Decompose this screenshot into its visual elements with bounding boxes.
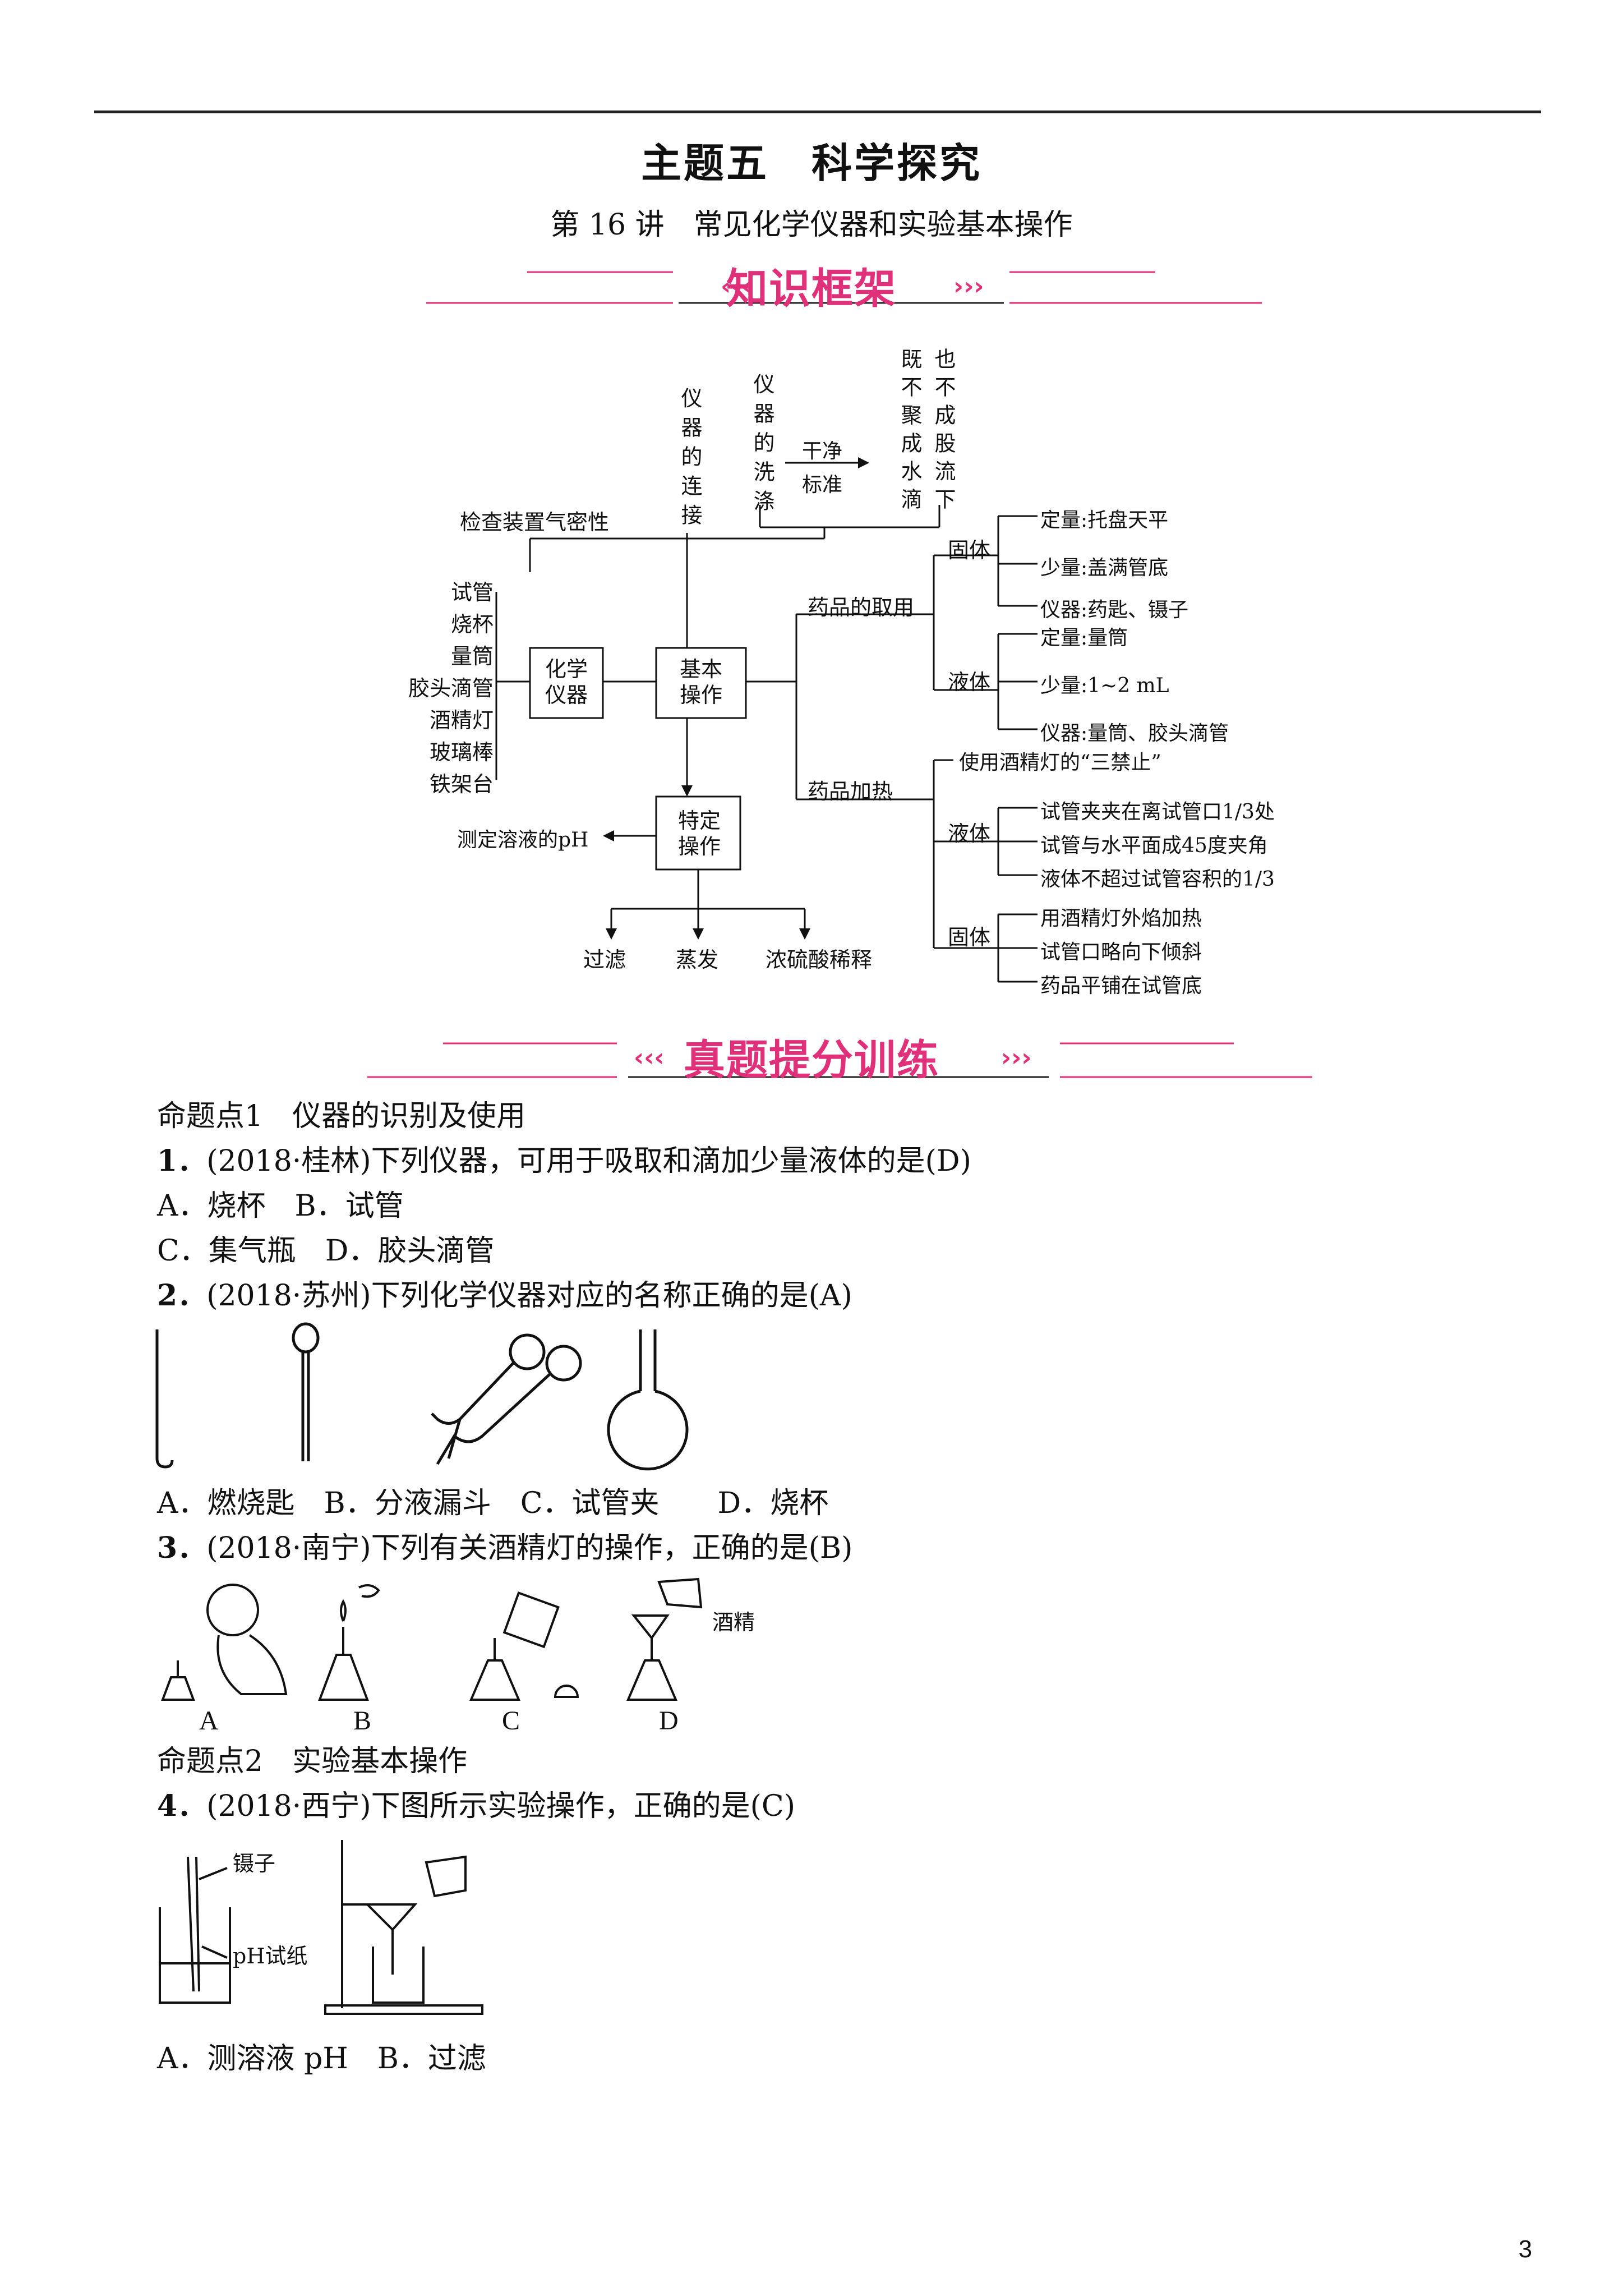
question-number: 1． xyxy=(157,1144,207,1178)
instrument-item: 胶头滴管 xyxy=(408,676,494,701)
question-number: 2． xyxy=(157,1278,207,1313)
funnel-drawing xyxy=(292,1322,320,1461)
question-1-options-ab: A．烧杯 B．试管 xyxy=(157,1189,404,1223)
header-rule xyxy=(94,111,1541,113)
question-2-options: A．燃烧匙 B．分液漏斗 C．试管夹 D．烧杯 xyxy=(157,1487,829,1520)
basic-operations-box: 基本操作 xyxy=(679,657,722,707)
banner-decoration: ‹‹‹ ››› xyxy=(367,1042,1312,1078)
question-3-figure: 酒精 xyxy=(161,1577,755,1701)
wash-label: 仪器的洗涤 xyxy=(750,373,774,519)
instrument-item: 玻璃棒 xyxy=(429,740,494,765)
question-3: 3．(2018·南宁)下列有关酒精灯的操作，正确的是(B) xyxy=(157,1531,853,1566)
option-label: D xyxy=(659,1706,679,1736)
standard-col2: 也不成股流下 xyxy=(931,348,956,516)
question-number: 4． xyxy=(157,1789,207,1823)
lecture-subtitle: 第 16 讲 常见化学仪器和实验基本操作 xyxy=(550,208,1073,242)
heat-label: 药品加热 xyxy=(808,779,893,804)
svg-text:›››: ››› xyxy=(953,272,984,301)
heat-solid-item: 试管口略向下倾斜 xyxy=(1040,941,1202,964)
connect-label: 仪器的连接 xyxy=(677,387,702,533)
three-ban-label: 使用酒精灯的“三禁止” xyxy=(959,751,1161,774)
svg-text:‹‹‹: ‹‹‹ xyxy=(634,1043,664,1072)
instrument-item: 烧杯 xyxy=(450,612,494,637)
liquid-item: 仪器:量筒、胶头滴管 xyxy=(1040,722,1229,745)
filter-label: 过滤 xyxy=(583,947,626,972)
heat-solid-label: 固体 xyxy=(948,925,991,950)
heat-liquid-item: 试管夹夹在离试管口1/3处 xyxy=(1040,800,1275,823)
liquid-item: 定量:量筒 xyxy=(1040,627,1128,650)
instrument-item: 试管 xyxy=(450,580,494,605)
option-label: C xyxy=(502,1706,520,1736)
question-text: (2018·西宁)下图所示实验操作，正确的是(C) xyxy=(206,1789,795,1823)
question-2: 2．(2018·苏州)下列化学仪器对应的名称正确的是(A) xyxy=(157,1279,852,1313)
solid-item: 仪器:药匙、镊子 xyxy=(1040,599,1189,622)
heat-solid-item: 用酒精灯外焰加热 xyxy=(1040,907,1202,930)
alcohol-label: 酒精 xyxy=(712,1610,755,1635)
standard-label: 标准 xyxy=(802,473,843,496)
training-banner: ‹‹‹ ››› 真题提分训练 xyxy=(0,1024,1623,1085)
question-4: 4．(2018·西宁)下图所示实验操作，正确的是(C) xyxy=(157,1789,795,1824)
instrument-item: 量筒 xyxy=(450,644,494,669)
heat-liquid-item: 试管与水平面成45度夹角 xyxy=(1040,834,1268,857)
page-title: 主题五 科学探究 xyxy=(640,140,982,187)
tweezers-label: 镊子 xyxy=(233,1851,275,1876)
tongs-drawing xyxy=(431,1333,582,1465)
question-1: 1．(2018·桂林)下列仪器，可用于吸取和滴加少量液体的是(D) xyxy=(157,1144,971,1179)
question-text: (2018·苏州)下列化学仪器对应的名称正确的是(A) xyxy=(206,1279,852,1313)
heat-liquid-item: 液体不超过试管容积的1/3 xyxy=(1040,868,1275,891)
lamp-lighting-drawing xyxy=(469,1591,579,1701)
lamp-filling-drawing xyxy=(626,1577,703,1701)
solid-label: 固体 xyxy=(948,538,991,563)
chem-instruments-box: 化学仪器 xyxy=(545,657,588,707)
training-banner-title: 真题提分训练 xyxy=(684,1036,939,1084)
flask-drawing xyxy=(607,1329,689,1471)
svg-text:‹‹‹: ‹‹‹ xyxy=(721,272,751,301)
filtration-drawing xyxy=(324,1840,483,2015)
knowledge-banner: ‹‹‹ ››› 知识框架 xyxy=(0,255,1623,313)
clean-label: 干净 xyxy=(802,440,843,463)
heat-solid-item: 药品平铺在试管底 xyxy=(1040,974,1202,997)
question-text: (2018·桂林)下列仪器，可用于吸取和滴加少量液体的是(D) xyxy=(206,1144,971,1178)
topic-point-2: 命题点2 实验基本操作 xyxy=(157,1745,468,1778)
airtight-label: 检查装置气密性 xyxy=(460,510,610,535)
question-3-labels: A B C D xyxy=(0,1705,729,1739)
solid-item: 定量:托盘天平 xyxy=(1040,509,1169,532)
dilute-label: 浓硫酸稀释 xyxy=(766,947,873,972)
option-label: B xyxy=(353,1706,372,1736)
lamp-match-drawing xyxy=(318,1584,380,1701)
combustion-spoon-drawing xyxy=(155,1329,174,1469)
solid-item: 少量:盖满管底 xyxy=(1040,556,1169,579)
lamp-blowing-drawing xyxy=(161,1584,288,1701)
question-1-options-cd: C．集气瓶 D．胶头滴管 xyxy=(157,1234,495,1268)
special-operations-box: 特定操作 xyxy=(677,808,721,859)
topic-point-1: 命题点1 仪器的识别及使用 xyxy=(157,1099,526,1133)
question-text: (2018·南宁)下列有关酒精灯的操作，正确的是(B) xyxy=(206,1531,853,1565)
take-label: 药品的取用 xyxy=(808,595,915,620)
ph-paper-label: pH试纸 xyxy=(233,1944,307,1968)
evaporate-label: 蒸发 xyxy=(676,947,719,972)
ph-label: 测定溶液的pH xyxy=(457,829,589,852)
question-4-options: A．测溶液 pH B．过滤 xyxy=(157,2042,486,2076)
instrument-item: 铁架台 xyxy=(429,772,494,797)
standard-col1: 既不聚成水滴 xyxy=(897,348,922,516)
question-number: 3． xyxy=(157,1531,207,1565)
svg-text:›››: ››› xyxy=(1001,1043,1031,1072)
instrument-list: 试管 烧杯 量筒 胶头滴管 酒精灯 玻璃棒 铁架台 xyxy=(393,577,494,800)
liquid-label: 液体 xyxy=(948,670,991,694)
knowledge-diagram xyxy=(495,457,1038,983)
knowledge-banner-title: 知识框架 xyxy=(726,265,897,313)
option-label: A xyxy=(199,1706,219,1736)
question-4-figure: 镊子 pH试纸 xyxy=(159,1840,483,2015)
banner-decoration: ‹‹‹ ››› xyxy=(426,271,1262,304)
page-number: 3 xyxy=(1518,2235,1532,2263)
heat-liquid-label: 液体 xyxy=(948,821,991,846)
ph-test-drawing xyxy=(159,1856,231,2004)
instrument-item: 酒精灯 xyxy=(429,708,494,733)
question-2-figure xyxy=(155,1322,689,1471)
liquid-item: 少量:1~2 mL xyxy=(1040,674,1169,697)
